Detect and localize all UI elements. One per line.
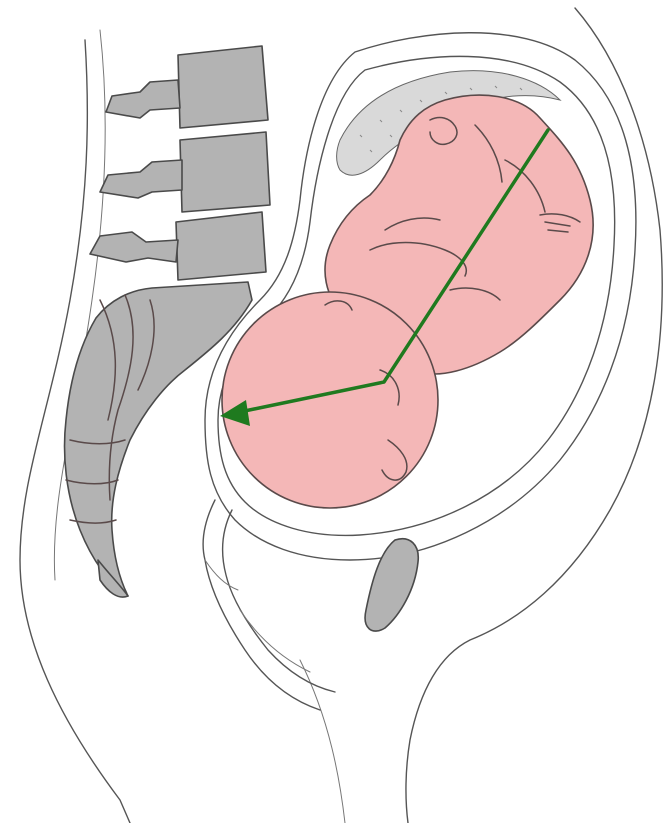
pubic-symphysis bbox=[365, 539, 418, 631]
lumbar-vertebra bbox=[90, 212, 266, 280]
birth-canal bbox=[203, 500, 335, 710]
sacrum bbox=[65, 282, 252, 596]
lumbar-vertebra bbox=[100, 132, 270, 212]
lumbar-vertebra bbox=[106, 46, 268, 128]
lumbar-spine bbox=[90, 46, 270, 280]
fetal-head bbox=[222, 292, 438, 508]
